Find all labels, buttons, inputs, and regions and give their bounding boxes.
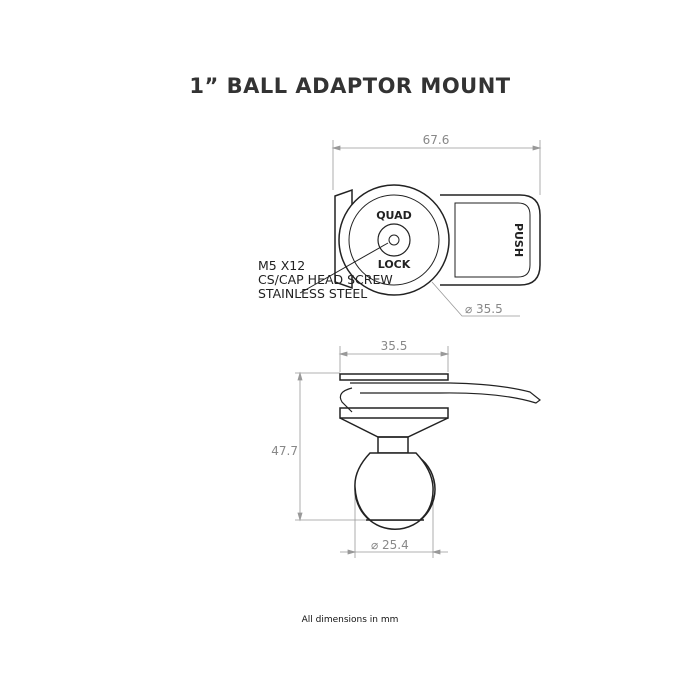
screw-head xyxy=(377,223,411,257)
mount-head xyxy=(338,184,450,296)
lever xyxy=(350,382,541,404)
screw-material: STAINLESS STEEL xyxy=(258,286,368,301)
push-label: PUSH xyxy=(512,223,525,257)
dim-top-width: 67.6 xyxy=(423,133,450,147)
side-view: 35.5 47.7 ⌀ 25.4 xyxy=(271,339,541,558)
ball-neck xyxy=(377,436,409,454)
footer-note: All dimensions in mm xyxy=(301,615,399,625)
dimension-lines xyxy=(295,346,450,558)
dim-side-width: 35.5 xyxy=(381,339,408,353)
dim-ball-diameter: ⌀ 25.4 xyxy=(371,538,409,552)
dim-top-diameter: ⌀ 35.5 xyxy=(465,302,503,316)
release-tab xyxy=(440,194,541,286)
top-view: 67.6 PUSH QUAD LOCK ⌀ 35.5 xyxy=(299,133,542,317)
dimension-top-width xyxy=(331,140,542,195)
bracket xyxy=(334,188,353,290)
screw-size: M5 X12 xyxy=(258,258,306,273)
quad-label: QUAD xyxy=(376,209,412,222)
drawing-title: 1” BALL ADAPTOR MOUNT xyxy=(189,74,511,98)
screw-type: CS/CAP HEAD SCREW xyxy=(258,272,393,287)
dim-side-height: 47.7 xyxy=(271,444,298,458)
lock-label: LOCK xyxy=(378,258,411,271)
screw-note: M5 X12 CS/CAP HEAD SCREW STAINLESS STEEL xyxy=(258,259,393,301)
